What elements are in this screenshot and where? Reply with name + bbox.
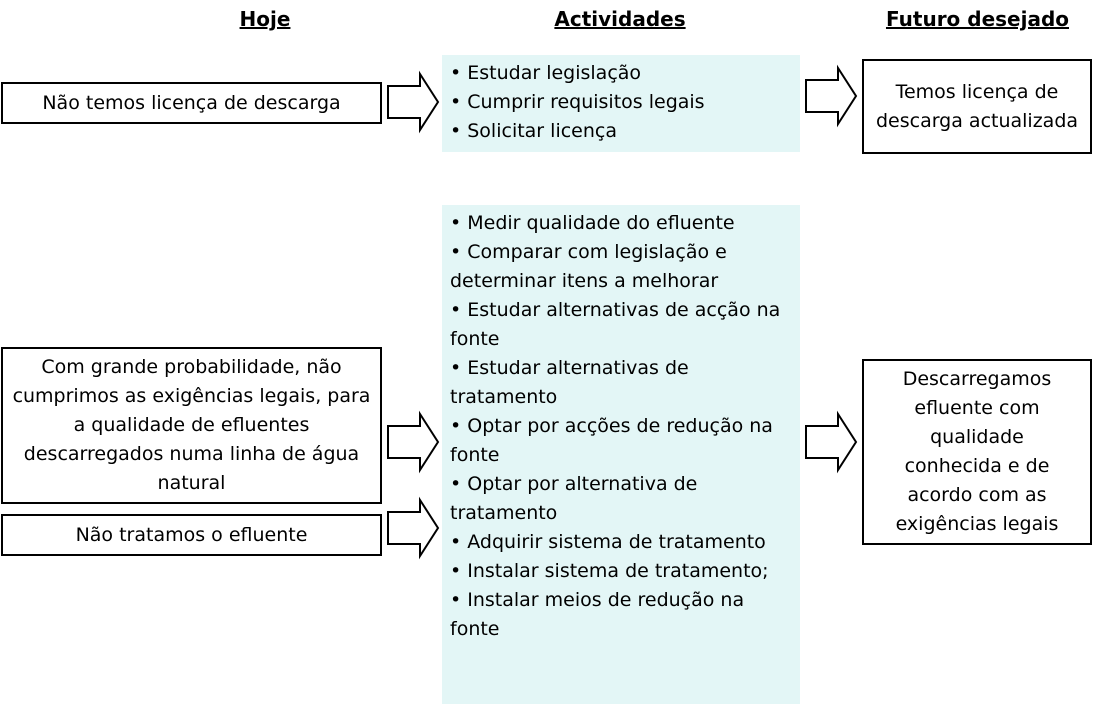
arrow-activities-to-future-1: [805, 64, 858, 128]
activity-item: Cumprir requisitos legais: [450, 88, 792, 117]
today-box-no-treatment: Não tratamos o efluente: [1, 514, 382, 556]
activity-item: Solicitar licença: [450, 117, 792, 146]
activities-list-1: Estudar legislaçãoCumprir requisitos leg…: [442, 55, 800, 152]
arrow-no-treatment-to-activities: [387, 496, 440, 560]
activity-item: Medir qualidade do efluente: [450, 209, 792, 238]
future-box-compliant-discharge: Descarregamos efluente com qualidade con…: [862, 359, 1092, 545]
arrow-today-to-activities-1: [387, 70, 440, 134]
activities-list-2: Medir qualidade do efluenteComparar com …: [442, 205, 800, 704]
arrow-activities-to-future-2: [805, 410, 858, 474]
activity-item: Instalar sistema de tratamento;: [450, 557, 792, 586]
today-box-compliance: Com grande probabilidade, não cumprimos …: [1, 347, 382, 504]
activity-item: Estudar alternativas de tratamento: [450, 354, 792, 412]
activity-item: Comparar com legislação e determinar ite…: [450, 238, 792, 296]
header-activities: Actividades: [554, 7, 686, 31]
activity-item: Optar por acções de redução na fonte: [450, 412, 792, 470]
activity-item: Adquirir sistema de tratamento: [450, 528, 792, 557]
activity-item: Optar por alternativa de tratamento: [450, 470, 792, 528]
header-future: Futuro desejado: [885, 7, 1070, 31]
activity-item: Instalar meios de redução na fonte: [450, 586, 792, 644]
activity-item: Estudar legislação: [450, 59, 792, 88]
future-box-license: Temos licença de descarga actualizada: [862, 59, 1092, 154]
header-today: Hoje: [239, 7, 291, 31]
arrow-compliance-to-activities: [387, 410, 440, 474]
today-box-license: Não temos licença de descarga: [1, 82, 382, 124]
activity-item: Estudar alternativas de acção na fonte: [450, 296, 792, 354]
